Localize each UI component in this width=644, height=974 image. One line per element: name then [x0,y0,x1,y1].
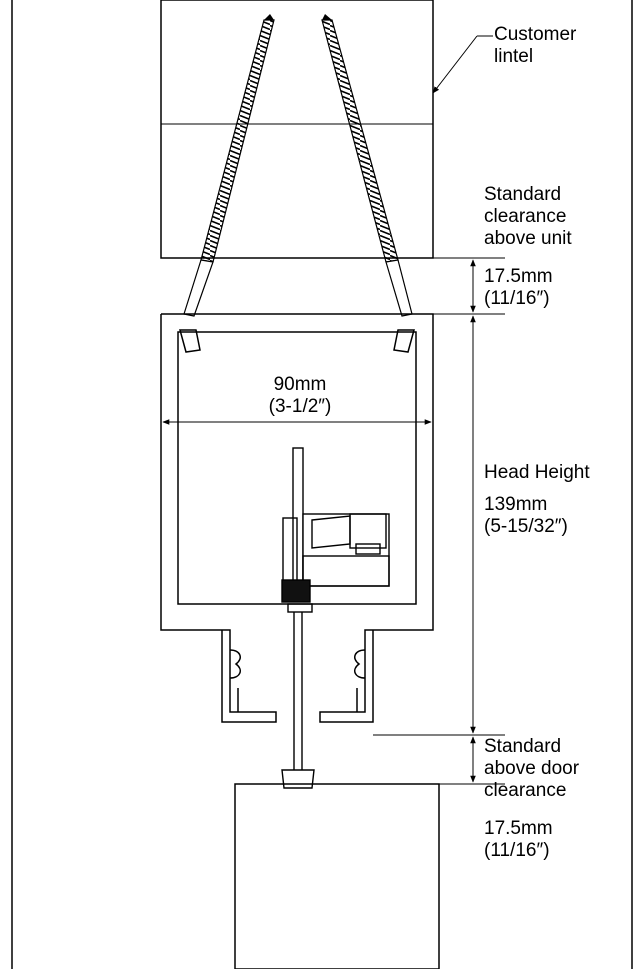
clearance-above-door-label: Standard above door clearance [484,736,580,801]
left-screw [183,14,275,317]
lintel-leader-arrow [432,35,478,94]
unit-width-label: 90mm (3-1/2″) [268,374,332,417]
clearance-above-door-value: 17.5mm (11/16″) [484,818,553,861]
customer-lintel [160,0,434,259]
customer-lintel-label: Customer lintel [494,24,577,67]
head-height-label: Head Height [484,462,590,483]
clearance-above-unit-value: 17.5mm (11/16″) [484,266,553,309]
head-height-value: 139mm (5-15/32″) [484,494,568,537]
door-leaf [234,783,440,970]
pivot-mechanism [281,447,390,789]
clearance-above-unit-label: Standard clearance above unit [484,184,572,249]
right-screw [321,14,413,317]
